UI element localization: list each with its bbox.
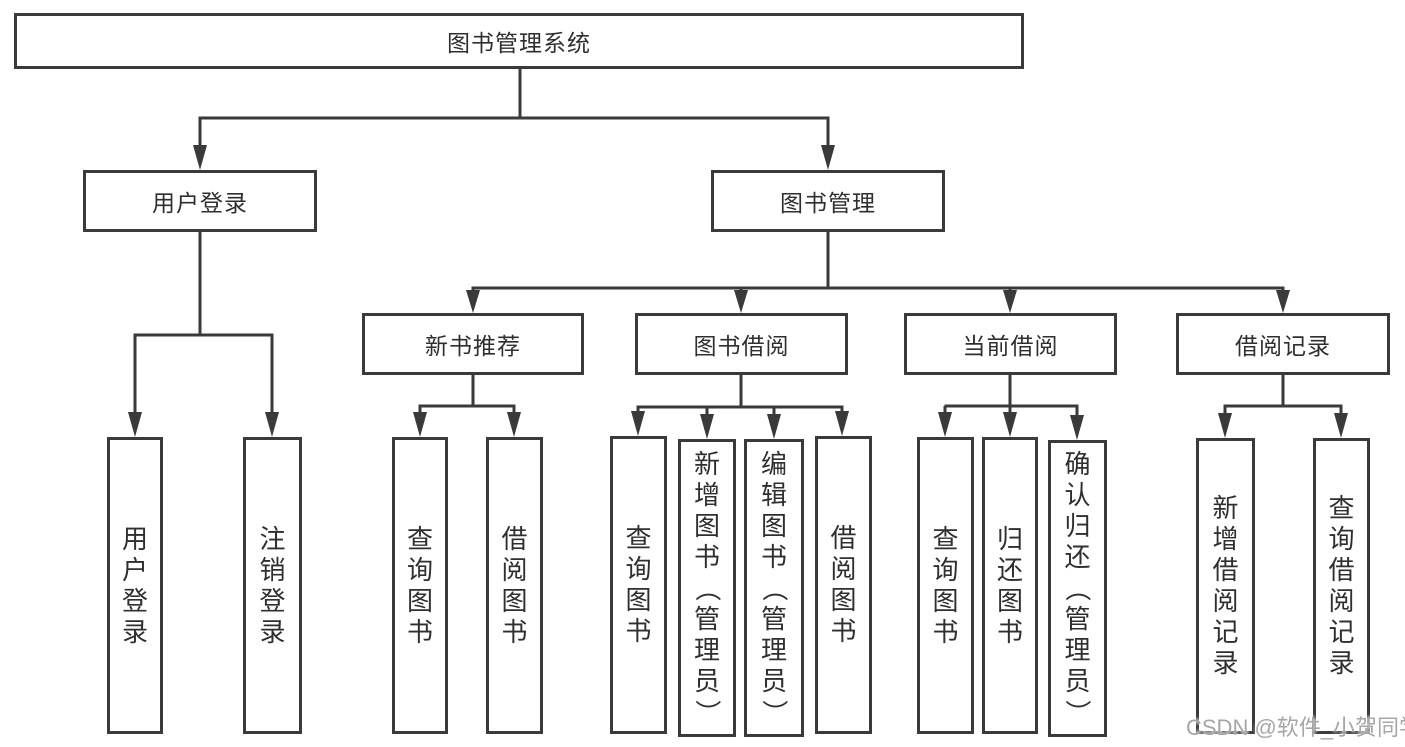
node-new-book-recommend: 新书推荐 (362, 313, 584, 375)
leaf-borrow-books-borrowing: 借阅图书 (815, 436, 872, 734)
node-label: 新增图书（管理员） (692, 448, 723, 726)
node-label: 归还图书 (996, 523, 1023, 647)
node-library-system: 图书管理系统 (14, 13, 1024, 69)
node-label: 用户登录 (121, 523, 148, 647)
leaf-query-borrow-record: 查询借阅记录 (1313, 438, 1370, 734)
leaf-logout-login: 注销登录 (243, 437, 302, 734)
node-label: 借阅记录 (1235, 333, 1331, 359)
leaf-confirm-return-admin: 确认归还（管理员） (1048, 440, 1107, 737)
node-book-borrowing: 图书借阅 (635, 313, 848, 375)
node-label: 图书管理系统 (447, 30, 591, 56)
node-label: 新书推荐 (425, 333, 521, 359)
node-label: 图书管理 (780, 190, 876, 216)
node-label: 查询图书 (406, 523, 433, 647)
node-label: 用户登录 (152, 190, 248, 216)
leaf-borrow-books-recommend: 借阅图书 (486, 437, 543, 734)
node-current-borrowing: 当前借阅 (904, 313, 1117, 375)
leaf-edit-books-admin: 编辑图书（管理员） (744, 439, 804, 737)
node-label: 编辑图书（管理员） (759, 448, 790, 726)
node-label: 查询借阅记录 (1328, 493, 1355, 678)
node-label: 查询图书 (932, 523, 959, 647)
node-book-management: 图书管理 (711, 170, 945, 232)
node-label: 新增借阅记录 (1212, 493, 1239, 678)
node-label: 图书借阅 (693, 333, 790, 359)
node-label: 确认归还（管理员） (1062, 449, 1093, 726)
leaf-add-borrow-record: 新增借阅记录 (1196, 438, 1255, 734)
node-label: 借阅图书 (830, 523, 857, 646)
node-label: 注销登录 (259, 523, 286, 647)
node-borrowing-records: 借阅记录 (1176, 313, 1390, 375)
node-label: 查询图书 (625, 523, 652, 646)
node-user-login: 用户登录 (83, 170, 317, 232)
leaf-query-books-current: 查询图书 (917, 437, 974, 734)
node-label: 借阅图书 (501, 523, 528, 647)
node-label: 当前借阅 (962, 333, 1059, 359)
leaf-user-login: 用户登录 (107, 437, 163, 734)
leaf-return-books: 归还图书 (982, 437, 1038, 734)
leaf-query-books-borrowing: 查询图书 (610, 436, 667, 734)
watermark: CSDN @软件_小贺同学 (1186, 715, 1405, 740)
leaf-add-books-admin: 新增图书（管理员） (678, 439, 736, 737)
leaf-query-books-recommend: 查询图书 (392, 437, 448, 734)
